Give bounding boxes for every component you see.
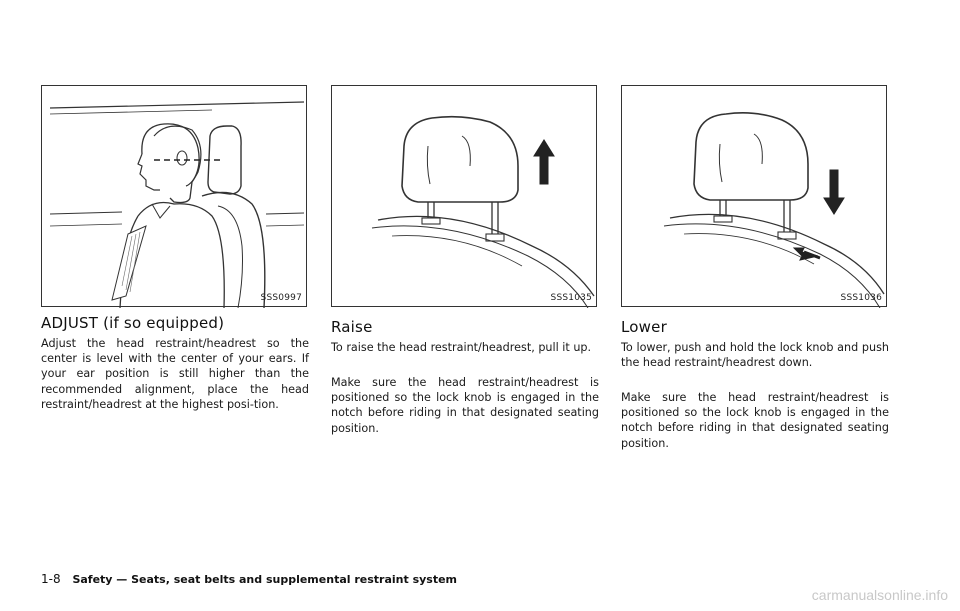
figure-code: SSS1036: [840, 293, 882, 303]
headrest-raise-illustration: [371, 115, 595, 308]
paragraph: Make sure the head restraint/headrest is…: [621, 391, 889, 450]
person-seat-illustration: [49, 101, 305, 308]
paragraph: Adjust the head restraint/headrest so th…: [41, 337, 309, 411]
figure-adjust: SSS0997: [41, 85, 307, 308]
paragraph: Make sure the head restraint/headrest is…: [331, 376, 599, 435]
watermark: carmanualsonline.info: [811, 587, 948, 603]
figure-code: SSS0997: [260, 293, 302, 303]
figure-code: SSS1035: [550, 293, 592, 303]
section-heading: ADJUST (if so equipped): [41, 314, 225, 332]
figure-lower: SSS1036: [621, 85, 887, 308]
section-heading: Raise: [331, 318, 373, 336]
figure-raise: SSS1035: [331, 85, 597, 308]
page-number: 1-8: [41, 572, 61, 586]
page-footer: 1-8 Safety — Seats, seat belts and suppl…: [41, 572, 457, 586]
paragraph: To lower, push and hold the lock knob an…: [621, 341, 889, 370]
chapter-title: Safety — Seats, seat belts and supplemen…: [72, 573, 458, 586]
section-heading: Lower: [621, 318, 667, 336]
headrest-lower-illustration: [663, 112, 885, 308]
paragraph: To raise the head restraint/headrest, pu…: [331, 341, 592, 354]
